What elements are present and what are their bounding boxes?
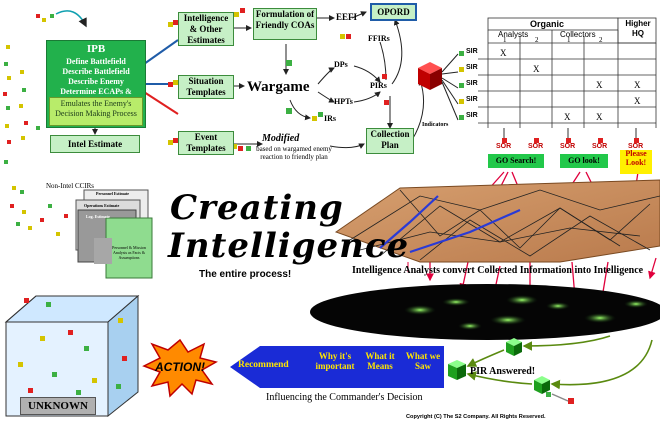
- unknown-label: UNKNOWN: [20, 397, 96, 415]
- why-important-label: Why it's important: [315, 351, 355, 371]
- sir-label: SIR: [466, 48, 478, 55]
- event-templates-box: Event Templates: [178, 131, 234, 155]
- ccir-operations: Operations Estimate: [84, 203, 120, 208]
- matrix-col-4: 2: [599, 36, 603, 44]
- sir-cubes: [459, 51, 464, 120]
- sir-label: SIR: [466, 64, 478, 71]
- copyright-text: Copyright (C) The S2 Company. All Rights…: [406, 414, 546, 420]
- terrain-surface: [334, 179, 660, 263]
- hpts-label: HPTs: [334, 97, 353, 106]
- ccir-cubes: [10, 186, 68, 236]
- go-search-badge: GO Search!: [488, 154, 544, 168]
- indicators-label: Indicators: [422, 122, 449, 128]
- ipb-line-1: Define Battlefield: [66, 56, 126, 66]
- ccir-log: Log. Estimate: [86, 214, 110, 219]
- left-cube-column: [3, 14, 54, 164]
- creating-title-line1: Creating: [170, 188, 344, 228]
- ipb-line-2: Describe Battlefield: [62, 66, 130, 76]
- intel-estimate-box: Intel Estimate: [50, 135, 140, 153]
- wargame-label: Wargame: [247, 79, 310, 95]
- irs-label: IRs: [324, 114, 337, 123]
- ccir-stack: [75, 189, 153, 279]
- what-means-label: What it Means: [365, 351, 395, 371]
- influencing-caption: Influencing the Commander's Decision: [266, 392, 423, 403]
- ccir-title: Non-Intel CCIRs: [46, 182, 95, 190]
- what-saw-label: What we Saw: [405, 351, 441, 371]
- pirs-label: PIRs: [370, 81, 387, 90]
- collection-plan-box: Collection Plan: [366, 128, 414, 154]
- answer-arrows: [466, 335, 653, 390]
- matrix-x-mark: X: [634, 96, 641, 106]
- sir-label: SIR: [466, 96, 478, 103]
- matrix-analysts: Analysts: [498, 30, 529, 39]
- sor-label: SOR: [560, 143, 576, 150]
- modified-label: Modified: [262, 133, 300, 144]
- collection-matrix-grid: [478, 17, 657, 128]
- intel-estimates-box: Intelligence & Other Estimates: [178, 12, 234, 46]
- creating-subtitle: The entire process!: [199, 269, 292, 280]
- sor-label: SOR: [592, 143, 608, 150]
- ipb-title: IPB: [86, 43, 106, 55]
- matrix-col-3: 1: [567, 36, 571, 44]
- recommend-arrow-shape: [230, 346, 444, 388]
- please-look-badge: Please Look!: [620, 149, 652, 174]
- matrix-x-mark: X: [634, 80, 641, 90]
- convert-caption: Intelligence Analysts convert Collected …: [352, 265, 644, 276]
- dps-label: DPs: [334, 60, 348, 69]
- matrix-x-mark: X: [500, 48, 507, 58]
- matrix-x-mark: X: [596, 112, 603, 122]
- emulates-enemy-box: Emulates the Enemy's Decision Making Pro…: [49, 97, 143, 126]
- ccir-facts: Personnel & Mission Analysis as Facts & …: [112, 245, 146, 260]
- sir-label: SIR: [466, 80, 478, 87]
- recommend-label: Recommend: [238, 360, 289, 370]
- ccir-personnel: Personnel Estimate: [96, 191, 129, 196]
- sir-label: SIR: [466, 112, 478, 119]
- matrix-collectors: Collectors: [560, 30, 596, 39]
- sor-label: SOR: [628, 143, 644, 150]
- collection-lens: [310, 284, 660, 340]
- matrix-organic: Organic: [530, 19, 565, 29]
- matrix-col-2: 2: [535, 36, 539, 44]
- creating-title-line2: Intelligence: [168, 226, 410, 266]
- matrix-higher-hq: Higher HQ: [625, 19, 651, 38]
- sor-label: SOR: [528, 143, 544, 150]
- action-label: ACTION!: [155, 360, 205, 374]
- opord-box: OPORD: [370, 3, 417, 21]
- formulation-box: Formulation of Friendly COAs: [253, 8, 317, 40]
- sor-markers: [502, 128, 639, 143]
- matrix-x-mark: X: [596, 80, 603, 90]
- pir-cubes: [448, 338, 574, 404]
- sor-label: SOR: [496, 143, 512, 150]
- indicator-cube: [418, 62, 442, 90]
- flow-cubes: [168, 8, 389, 151]
- pir-answered-label: PIR Answered!: [470, 366, 536, 377]
- modified-note: based on wargamed enemy reaction to frie…: [256, 145, 332, 162]
- eefi-label: EEFI: [336, 12, 358, 22]
- go-look-badge: GO look!: [560, 154, 608, 168]
- recommend-arrow: Recommend Why it's important What it Mea…: [232, 346, 444, 388]
- ipb-line-3: Describe Enemy: [68, 76, 124, 86]
- matrix-x-mark: X: [533, 64, 540, 74]
- situation-templates-box: Situation Templates: [178, 75, 234, 99]
- matrix-col-1: 1: [503, 36, 507, 44]
- matrix-x-mark: X: [564, 112, 571, 122]
- ffirs-label: FFIRs: [368, 34, 390, 43]
- action-burst: [142, 338, 218, 398]
